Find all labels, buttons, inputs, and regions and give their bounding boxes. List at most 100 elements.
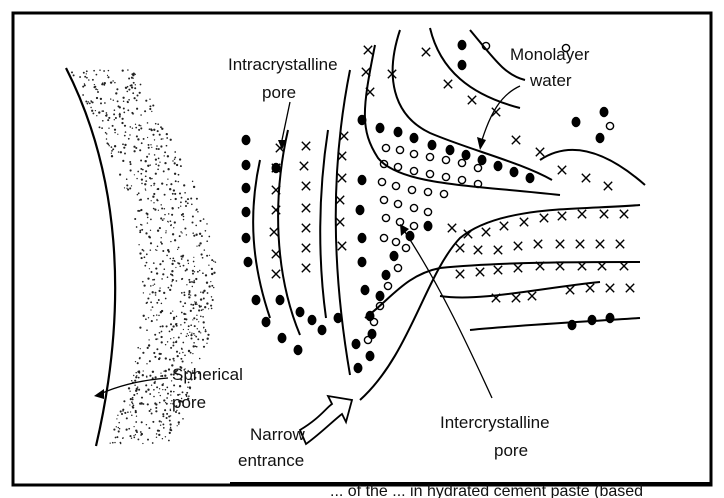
cross-mark <box>468 96 476 104</box>
stipple-dot <box>161 341 163 343</box>
layer-line <box>253 160 270 318</box>
molecule-dot <box>588 315 597 325</box>
water-molecule-circle <box>378 178 385 185</box>
stipple-dot <box>84 83 85 84</box>
cross-mark <box>620 210 628 218</box>
stipple-dot <box>86 77 88 79</box>
stipple-dot <box>155 294 157 296</box>
stipple-dot <box>154 209 156 211</box>
stipple-dot <box>163 383 164 384</box>
stipple-dot <box>193 257 194 258</box>
stipple-dot <box>187 260 189 262</box>
stipple-dot <box>183 184 185 186</box>
stipple-dot <box>119 116 121 118</box>
stipple-dot <box>97 91 99 93</box>
stipple-dot <box>193 186 195 188</box>
stipple-dot <box>190 310 192 312</box>
stipple-dot <box>159 162 160 163</box>
stipple-dot <box>166 403 168 405</box>
stipple-dot <box>198 309 200 311</box>
stipple-dot <box>202 316 204 318</box>
stipple-dot <box>131 380 132 381</box>
stipple-dot <box>166 133 168 135</box>
water-molecule-circle <box>442 173 449 180</box>
stipple-dot <box>142 374 144 376</box>
label-narrow-entrance: entrance <box>238 451 304 470</box>
stipple-dot <box>152 285 153 286</box>
stipple-dot <box>194 280 195 281</box>
stipple-dot <box>140 114 142 116</box>
stipple-dot <box>188 335 189 336</box>
stipple-dot <box>172 207 174 209</box>
cross-mark <box>540 214 548 222</box>
stipple-dot <box>162 260 164 262</box>
stipple-dot <box>188 290 190 292</box>
stipple-dot <box>137 386 139 388</box>
stipple-dot <box>178 337 180 339</box>
stipple-dot <box>170 338 171 339</box>
stipple-dot <box>162 438 163 439</box>
stipple-dot <box>176 351 178 353</box>
stipple-dot <box>166 413 168 415</box>
molecule-dot <box>446 145 455 155</box>
stipple-dot <box>150 185 151 186</box>
cross-mark <box>302 182 310 190</box>
cross-mark <box>494 246 502 254</box>
stipple-dot <box>84 84 86 86</box>
stipple-dot <box>173 227 174 228</box>
water-molecule-circle <box>392 238 399 245</box>
stipple-dot <box>195 225 197 227</box>
stipple-dot <box>175 341 177 343</box>
stipple-dot <box>183 265 185 267</box>
stipple-dot <box>180 301 182 303</box>
stipple-dot <box>164 214 166 216</box>
stipple-dot <box>96 97 98 99</box>
stipple-dot <box>158 158 160 160</box>
stipple-dot <box>138 377 140 379</box>
stipple-dot <box>132 397 134 399</box>
stipple-dot <box>208 265 209 266</box>
stipple-dot <box>125 131 127 133</box>
stipple-dot <box>135 124 136 125</box>
spherical-pore <box>66 68 216 446</box>
stipple-dot <box>124 412 126 414</box>
stipple-dot <box>150 144 151 145</box>
stipple-dot <box>114 442 115 443</box>
stipple-dot <box>174 239 176 241</box>
stipple-dot <box>141 142 143 144</box>
stipple-dot <box>149 393 151 395</box>
stipple-dot <box>182 213 184 215</box>
stipple-dot <box>101 83 103 85</box>
stipple-dot <box>150 219 152 221</box>
stipple-dot <box>161 182 163 184</box>
stipple-dot <box>188 329 189 330</box>
cross-mark <box>520 218 528 226</box>
stipple-dot <box>153 262 155 264</box>
stipple-dot <box>143 370 144 371</box>
stipple-dot <box>145 170 147 172</box>
stipple-dot <box>127 101 129 103</box>
molecule-dot <box>334 313 343 323</box>
water-molecule-circle <box>394 200 401 207</box>
stipple-dot <box>91 110 93 112</box>
stipple-dot <box>191 204 193 206</box>
cross-mark <box>302 204 310 212</box>
stipple-dot <box>140 348 141 349</box>
label-narrow: Narrow <box>250 425 306 444</box>
stipple-dot <box>167 393 169 395</box>
stipple-dot <box>93 70 95 72</box>
stipple-dot <box>206 302 208 304</box>
stipple-dot <box>166 397 168 399</box>
molecule-dot <box>294 345 303 355</box>
stipple-dot <box>137 347 139 349</box>
stipple-dot <box>136 416 137 417</box>
stipple-dot <box>192 270 194 272</box>
stipple-dot <box>184 322 186 324</box>
stipple-dot <box>198 321 199 322</box>
stipple-dot <box>180 201 182 203</box>
stipple-dot <box>133 375 134 376</box>
stipple-dot <box>154 334 156 336</box>
stipple-dot <box>127 69 129 71</box>
stipple-dot <box>160 326 162 328</box>
stipple-dot <box>190 352 192 354</box>
